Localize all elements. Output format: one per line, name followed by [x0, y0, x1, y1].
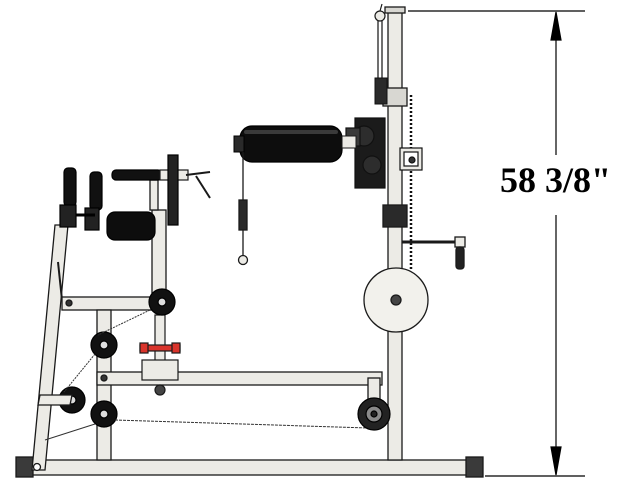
- weight-disc: [363, 267, 429, 333]
- post-bracket: [382, 204, 408, 228]
- dimension-arrow-top: [550, 11, 562, 41]
- base-rail: [21, 459, 481, 476]
- adjustment-knob: [139, 314, 181, 396]
- base-frame: [15, 456, 484, 478]
- post-top-cap: [384, 6, 406, 14]
- pulley-wheels: [58, 288, 176, 428]
- leg-rollers: [106, 154, 211, 241]
- base-foot-left: [15, 456, 34, 478]
- cable: [237, 152, 249, 266]
- crank-handle: [402, 236, 466, 270]
- top-pin: [374, 3, 386, 22]
- height-dimension-label: 58 3/8": [500, 160, 611, 200]
- caster-wheel: [357, 397, 391, 431]
- horizontal-beam: [96, 371, 383, 409]
- height-dimension: [408, 10, 585, 477]
- upright-post: [382, 6, 408, 461]
- handles: [59, 167, 103, 231]
- back-pad-roller: [233, 125, 357, 163]
- dimension-arrow-bottom: [550, 446, 562, 476]
- base-foot-right: [465, 456, 484, 478]
- front-brace: [37, 394, 73, 406]
- front-post: [31, 224, 69, 472]
